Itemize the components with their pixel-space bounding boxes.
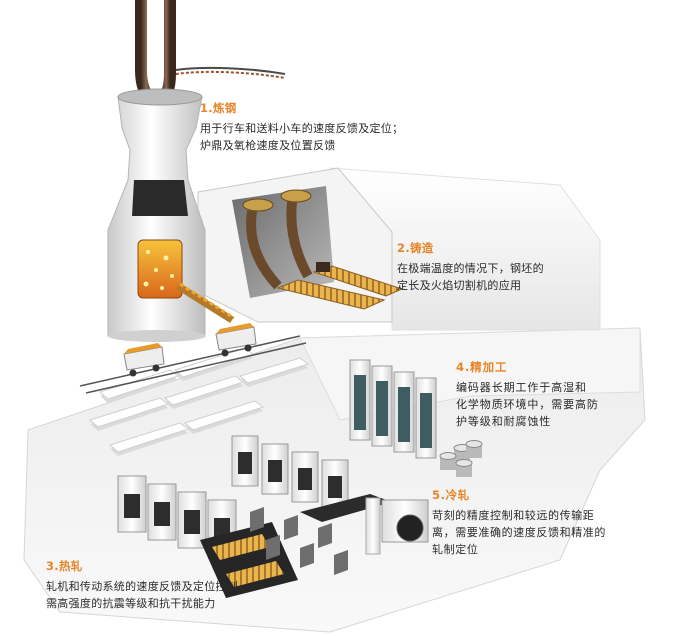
exhaust-pipe	[162, 0, 170, 100]
finishing-cabinet	[394, 372, 414, 452]
label-cold-rolling: 5.冷轧 苛刻的精度控制和较远的传输距 离，需要准确的速度反馈和精准的 轧制定位	[432, 487, 606, 558]
label-title: 3.热轧	[46, 558, 249, 575]
cart-wheel	[222, 350, 229, 357]
coil-core	[420, 393, 432, 448]
steel-coil	[440, 453, 456, 471]
mill-stand	[232, 436, 258, 486]
ladle	[281, 190, 311, 202]
coiler	[382, 500, 428, 542]
label-line: 护等级和耐腐蚀性	[456, 413, 599, 430]
steel-coil	[456, 460, 472, 478]
finishing-cabinet	[350, 360, 370, 440]
cart-wheel	[245, 345, 252, 352]
coil-core	[376, 381, 388, 436]
cart-wheel	[130, 370, 137, 377]
label-title: 1.炼钢	[200, 100, 403, 117]
ladle	[243, 199, 273, 211]
label-line: 炉鼎及氧枪速度及位置反馈	[200, 137, 403, 154]
label-finishing: 4.精加工 编码器长期工作于高湿和 化学物质环境中，需要高防 护等级和耐腐蚀性	[456, 359, 599, 430]
tower-body	[108, 97, 205, 336]
finishing-cabinet	[372, 366, 392, 446]
label-line: 用于行车和送料小车的速度反馈及定位；	[200, 120, 403, 137]
molten-vessel	[138, 240, 182, 298]
label-line: 在极端温度的情况下，钢坯的	[397, 260, 544, 277]
label-title: 2.铸造	[397, 240, 544, 257]
tower-rim	[118, 89, 202, 105]
mill-stand	[262, 444, 288, 494]
label-casting: 2.铸造 在极端温度的情况下，钢坯的 定长及火焰切割机的应用	[397, 240, 544, 294]
label-line: 轧制定位	[432, 541, 606, 558]
label-title: 5.冷轧	[432, 487, 606, 504]
label-line: 苛刻的精度控制和较远的传输距	[432, 507, 606, 524]
mill-stand	[292, 452, 318, 502]
label-line: 定长及火焰切割机的应用	[397, 277, 544, 294]
label-line: 编码器长期工作于高湿和	[456, 379, 599, 396]
finishing-cabinet	[416, 378, 436, 458]
label-steelmaking: 1.炼钢 用于行车和送料小车的速度反馈及定位； 炉鼎及氧枪速度及位置反馈	[200, 100, 403, 154]
tower-window	[132, 180, 188, 216]
mill-stand	[118, 476, 146, 532]
label-line: 离，需要准确的速度反馈和精准的	[432, 524, 606, 541]
coil-core	[354, 375, 366, 430]
label-line: 需高强度的抗震等级和抗干扰能力	[46, 595, 249, 612]
label-line: 轧机和传动系统的速度反馈及定位控制，	[46, 578, 249, 595]
support-column	[366, 498, 380, 554]
crane-cable	[176, 72, 285, 78]
label-hot-rolling: 3.热轧 轧机和传动系统的速度反馈及定位控制， 需高强度的抗震等级和抗干扰能力	[46, 558, 249, 612]
label-title: 4.精加工	[456, 359, 599, 376]
label-line: 化学物质环境中，需要高防	[456, 396, 599, 413]
cart-wheel	[153, 365, 160, 372]
mill-stand	[148, 484, 176, 540]
cutting-torch	[316, 262, 330, 272]
steel-coil	[466, 441, 482, 459]
exhaust-pipe	[141, 0, 152, 100]
tower-base	[108, 330, 206, 342]
coil-core	[398, 387, 410, 442]
